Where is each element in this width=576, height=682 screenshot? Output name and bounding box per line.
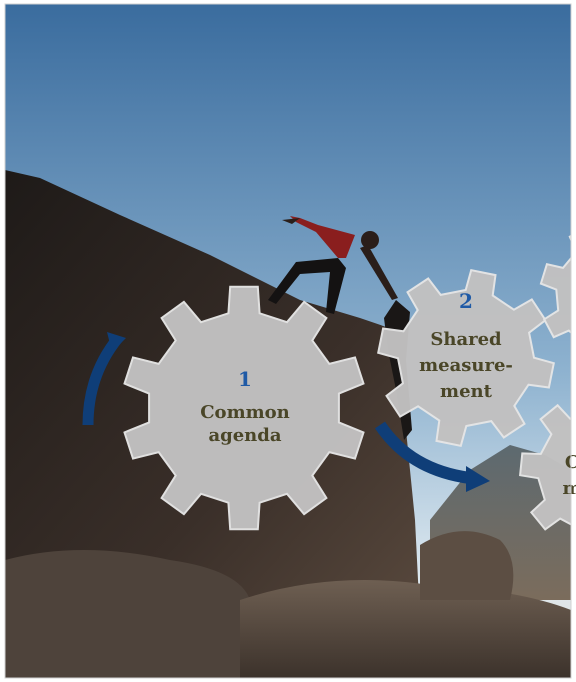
foreground-boulder-left [5,550,250,678]
mid-boulder [420,531,514,600]
gear-1-number: 1 [238,367,252,391]
cycle-arrow-bottom-head [466,466,490,492]
gear-3-label-group: C m [562,452,576,499]
gear-3-line1: C [565,452,576,473]
gear-2-number: 2 [459,289,473,313]
foreground-boulder-right [240,580,571,678]
climber-top-silhouette [268,216,398,314]
gear-4-shape [539,234,571,339]
cycle-arrow-left-head [107,332,126,352]
cycle-arrow-bottom [375,421,471,484]
gear-2-line3: ment [440,381,493,402]
gear-1-line1: Common [200,402,290,423]
gear-2-line2: measure- [419,355,513,376]
gear-1-shape [123,285,365,531]
gear-2-line1: Shared [430,329,502,350]
gear-1-line2: agenda [208,425,281,446]
gear-3-shape [519,403,571,531]
gear-3-line2: m [562,478,576,499]
gear-2-shape [377,269,555,447]
gears-layer [123,234,571,531]
gear-1-label-group: 1 Common agenda [200,367,290,446]
gear-2-label-group: 2 Shared measure- ment [419,289,513,402]
photo-frame [4,3,572,679]
